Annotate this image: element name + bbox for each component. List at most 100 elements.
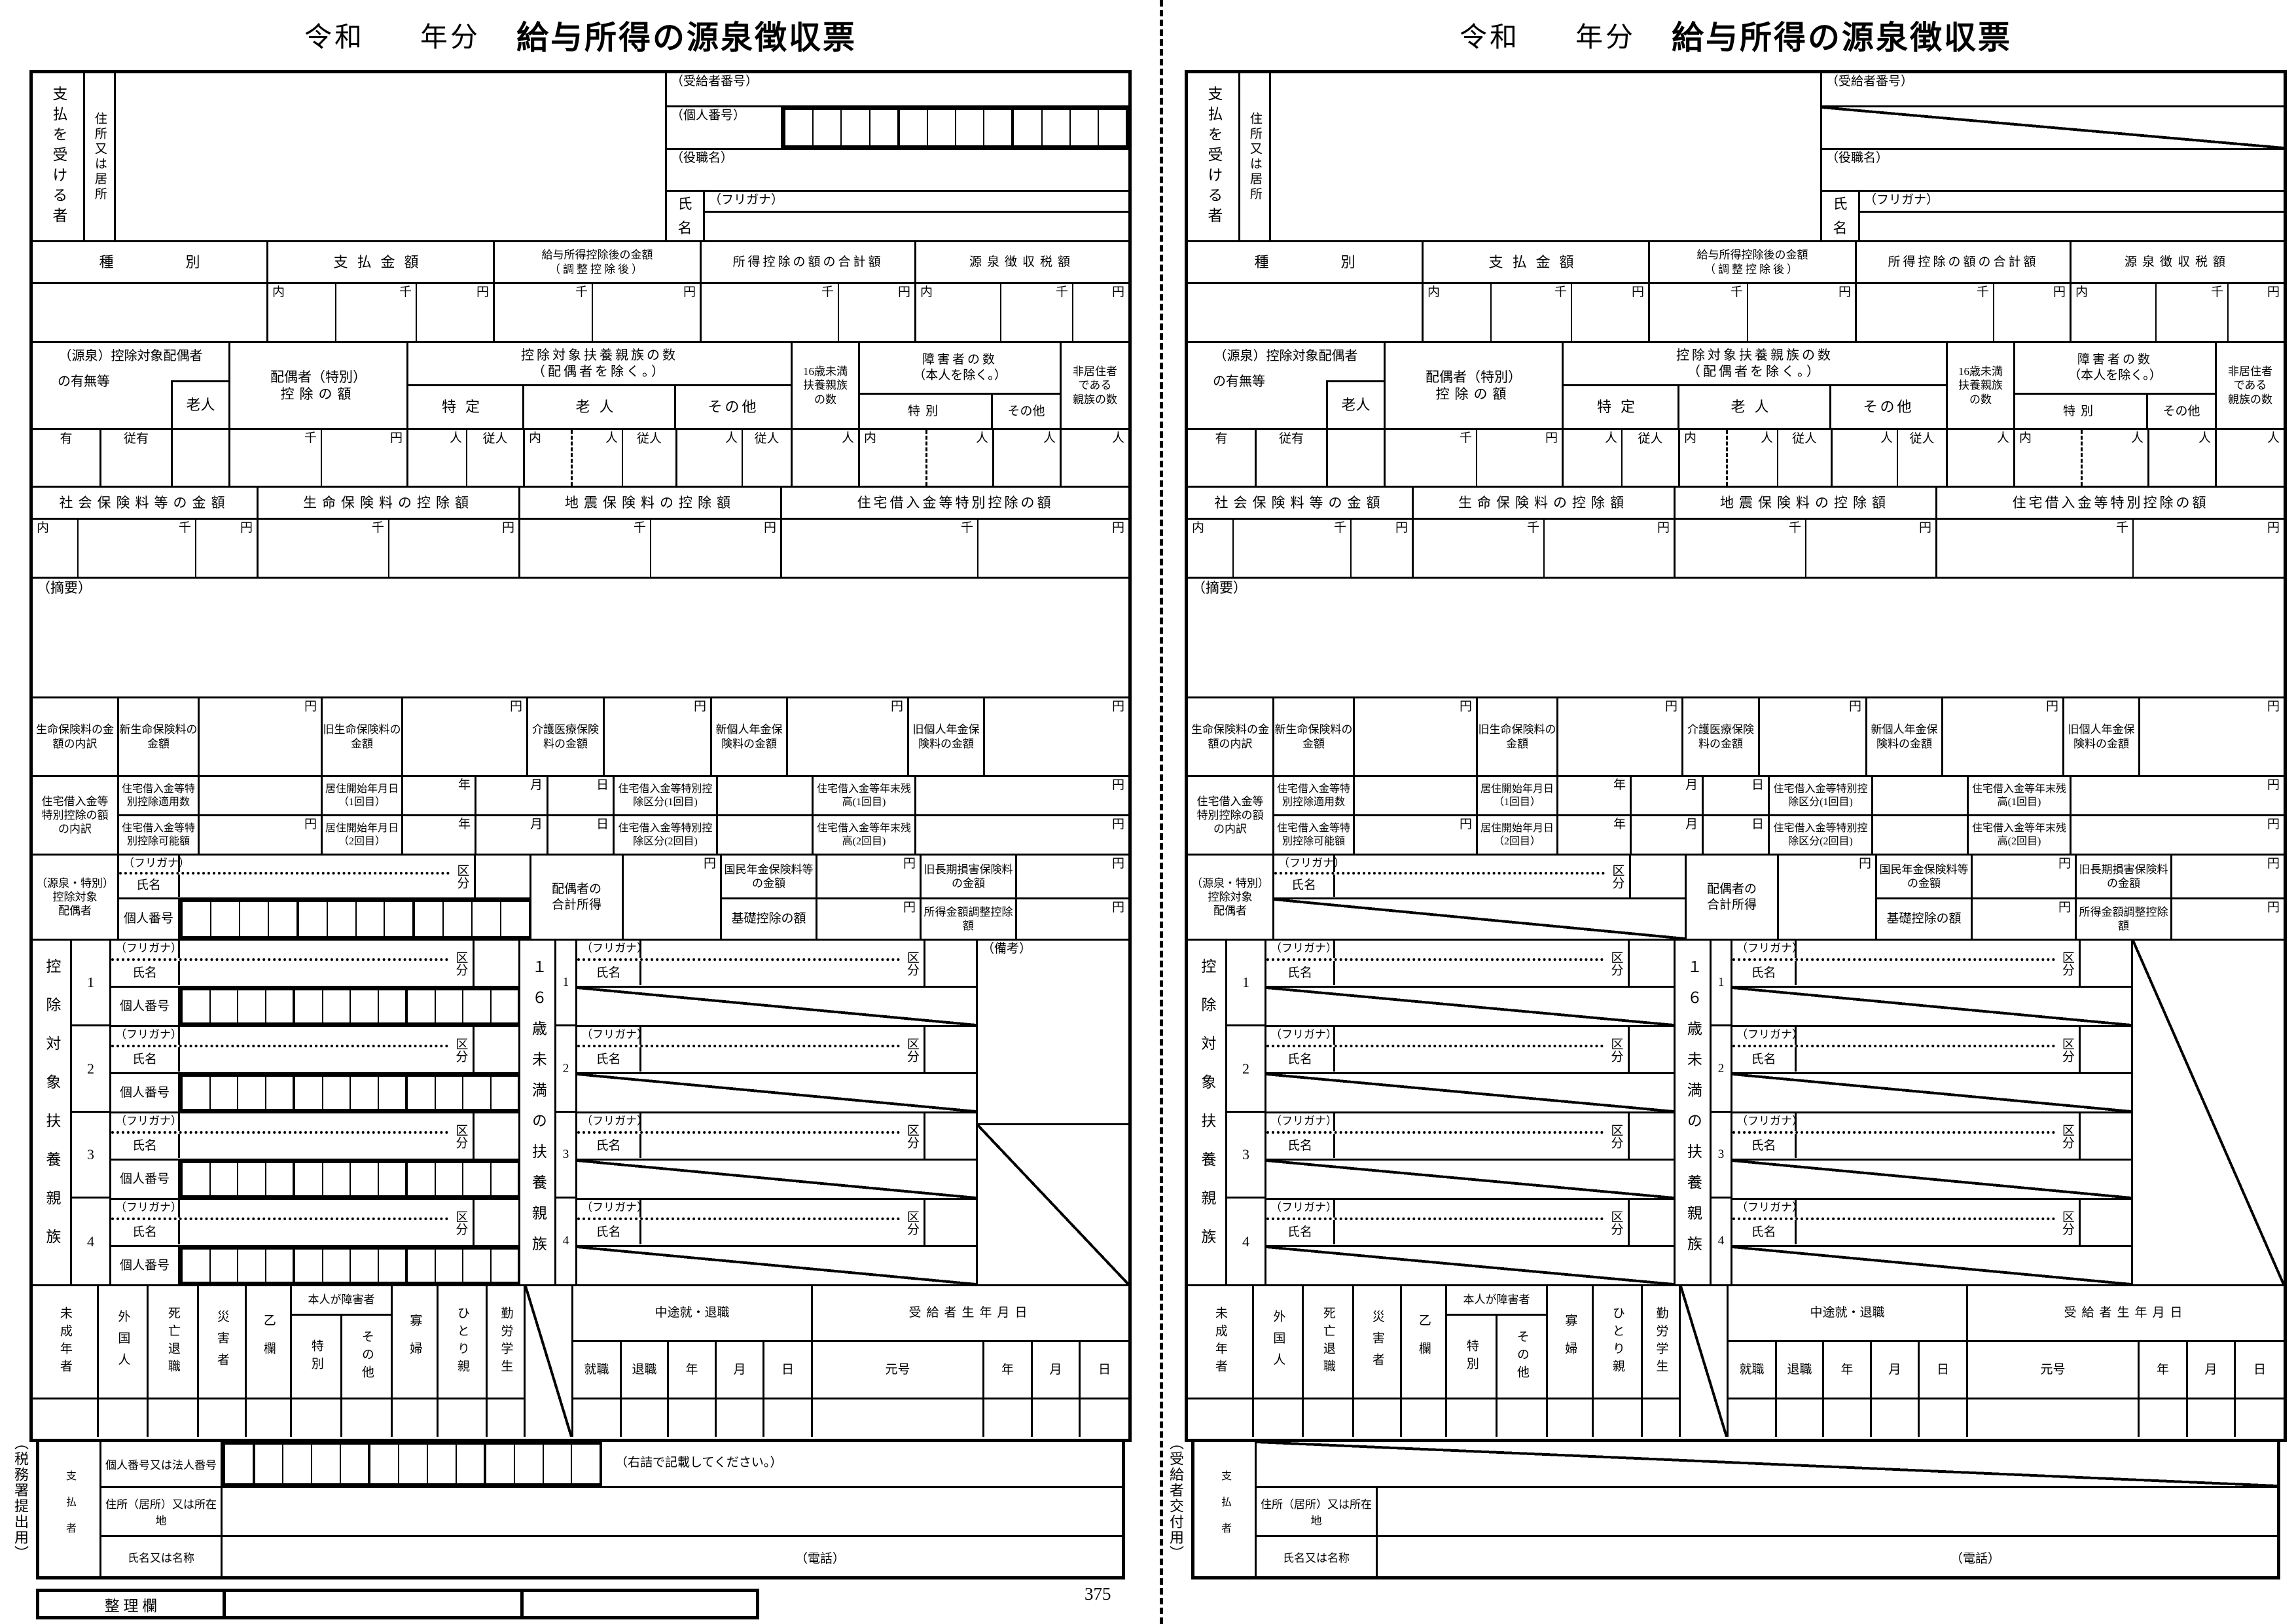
name-label: 氏名 <box>132 965 157 980</box>
housing-kubun-2-label-cell: 住宅借入金等特別控除区分(2回目) <box>615 816 718 854</box>
u16-name-field <box>1797 961 2055 985</box>
flag-foreigner-check <box>1254 1399 1304 1437</box>
flag-single-parent-col: ひとり親 <box>439 1286 488 1439</box>
uchi-marker: 内 <box>1427 285 1441 299</box>
dependents-vertical-label-cell: 控除対象扶養親族 <box>33 941 72 1284</box>
payer-number-row: 個人番号又は法人番号 （右詰で記載してください。） <box>1257 1442 2277 1488</box>
u16-name-label-cell: 氏名 <box>577 1047 641 1072</box>
u16-name-row: （フリガナ） 氏名 区分 <box>1732 1113 2133 1161</box>
name-label: 氏名 <box>596 1225 621 1239</box>
payer-number-label: 個人番号又は法人番号 <box>105 1459 217 1471</box>
spouse-deduction-yen: 円 <box>322 430 408 486</box>
dep-furigana-row: （フリガナ） <box>1266 1027 1604 1047</box>
subheader-other2: その他 <box>2148 395 2215 428</box>
earthquake-insurance-label: 地震保険料の控除額 <box>1720 494 1891 511</box>
sen-marker: 千 <box>304 431 317 445</box>
payee-label-cell: 支払を受ける者 <box>1188 73 1240 240</box>
spouse-number-row: 個人番号 <box>1274 899 1687 939</box>
yen-marker: 円 <box>1838 285 1851 299</box>
flag-minor-check <box>33 1399 99 1437</box>
housing-kubun-1-label-cell: 住宅借入金等特別控除区分(1回目) <box>615 777 718 814</box>
payer-body: 個人番号又は法人番号 （右詰で記載してください。） 住所（居所）又は所在地 氏名… <box>1257 1442 2277 1576</box>
type-field <box>33 284 268 341</box>
disabled-label-1: 障害者の数 <box>922 353 997 367</box>
furigana-label: （フリガナ） <box>1736 942 1803 954</box>
housing-possible-value: 円 <box>200 816 323 854</box>
u16-strikethrough <box>577 1247 978 1284</box>
era-label: 元号 <box>2040 1362 2066 1377</box>
dep-kubun-label-cell: 区分 <box>1604 1200 1630 1245</box>
kojin-bango-label: 個人番号 <box>119 1258 170 1272</box>
withholding-tax-header: 源泉徴収税額 <box>2072 242 2284 282</box>
subheader-specified: 特定 <box>408 386 525 428</box>
dep-furigana-row: （フリガナ） <box>1266 941 1604 961</box>
payer-address-row: 住所（居所）又は所在地 <box>101 1488 1122 1537</box>
under16-label-1: 16歳未満 <box>1958 365 2003 378</box>
disabled-count-header: 障害者の数 （本人を除く。） 特別 その他 <box>2015 343 2217 428</box>
life-breakdown-label-cell: 生命保険料の金額の内訳 <box>1188 698 1274 775</box>
dep-furigana-field <box>1335 1113 1604 1131</box>
payer-label: 支払者 <box>64 1470 75 1549</box>
dep-index-1: 1 <box>72 941 111 1027</box>
yen-marker: 円 <box>1111 700 1124 713</box>
dep1-name-row: （フリガナ） 氏名 区分 <box>111 941 520 988</box>
tsuki-marker: 月 <box>733 1362 746 1377</box>
elderly-label: 老人 <box>1731 399 1778 416</box>
dependents-index-col: 1 2 3 4 <box>1227 941 1266 1284</box>
day-label-cell: 日 <box>1920 1342 1968 1398</box>
dependents-count-label-2: （配偶者を除く。） <box>1687 364 1822 379</box>
kubun-label: 区分 <box>454 950 468 976</box>
self-disabled-other: その他 <box>1498 1316 1548 1398</box>
housing-yen: 円 <box>2134 520 2284 577</box>
furigana-label: （フリガナ） <box>1736 1201 1803 1214</box>
name-fields: （フリガナ） <box>1860 192 2284 240</box>
u16-name-row: （フリガナ） 氏名 区分 <box>577 1027 978 1074</box>
month-label-cell: 月 <box>1872 1342 1920 1398</box>
u16-furigana-label-cell: （フリガナ） <box>1732 1200 1803 1218</box>
dep-furigana-field <box>180 1200 448 1218</box>
flag-widow-check <box>1548 1399 1594 1437</box>
nonresident-label-1: 非居住者 <box>2228 365 2272 378</box>
nonresident-label-1: 非居住者 <box>1073 365 1117 378</box>
birth-month-value <box>1033 1399 1081 1437</box>
dep-kubun-value <box>475 1200 520 1245</box>
residence1-day: 日 <box>1704 777 1770 814</box>
spouse-secondary-cell: 従有 <box>101 430 173 486</box>
u16-name-cols: （フリガナ） 氏名 <box>577 1027 900 1072</box>
subheader-special: 特別 <box>860 395 994 428</box>
job-title-field: （役職名） <box>1822 150 2284 192</box>
dep-name-cols: （フリガナ） 氏名 <box>1266 1027 1604 1072</box>
present-marker: 有 <box>1215 432 1228 446</box>
old-life-value: 円 <box>403 698 528 775</box>
processing-label-cell: 整 理 欄 <box>39 1592 223 1616</box>
tsuki-marker: 月 <box>1888 1362 1901 1377</box>
housing-kubun-2-label: 住宅借入金等特別控除区分(2回目) <box>618 822 713 847</box>
kojin-bango-label: 個人番号 <box>123 912 173 926</box>
yen-marker: 円 <box>509 700 522 713</box>
job-title-field: （役職名） <box>667 150 1128 192</box>
under16-count-header: 16歳未満 扶養親族 の数 <box>793 343 860 428</box>
spouse-furigana-field <box>180 856 450 872</box>
housing-possible-label: 住宅借入金等特別控除可能額 <box>1276 822 1350 847</box>
dep-furigana-row: （フリガナ） <box>1266 1113 1604 1134</box>
u16-furigana-field <box>1797 1113 2055 1131</box>
flag-foreigner-header: 外国人 <box>99 1286 149 1399</box>
income-deduction-header: 所得控除の額の合計額 <box>702 242 916 282</box>
u16-furigana-field <box>1797 1200 2055 1218</box>
row-flags: 未成年者 外国人 死亡退職 災害者 乙欄 本人が障害者 <box>1188 1286 2284 1439</box>
kubun-label: 区分 <box>1609 1210 1623 1235</box>
recipient-number-label: （受給者番号） <box>671 75 759 88</box>
name-label: 氏名 <box>1751 1138 1776 1153</box>
social-yen: 円 <box>196 520 259 577</box>
dep-furigana-label-cell: （フリガナ） <box>111 941 182 958</box>
nin-marker: 人 <box>449 431 462 445</box>
form-tax-office-copy: 令和 年分 給与所得の源泉徴収票 支払を受ける者 住所又は居所 （受給者番号） <box>12 0 1132 1619</box>
name-label: 氏名 <box>1287 1138 1312 1153</box>
hire-label: 就職 <box>584 1362 609 1377</box>
self-disabled-header: 本人が障害者 <box>1447 1286 1548 1316</box>
name-field <box>705 213 1128 239</box>
earthquake-insurance-header: 地震保険料の控除額 <box>1676 488 1937 518</box>
yen-marker: 円 <box>2058 857 2071 871</box>
flag-foreigner-check <box>99 1399 149 1437</box>
processing-column: 整 理 欄 <box>36 1589 759 1619</box>
